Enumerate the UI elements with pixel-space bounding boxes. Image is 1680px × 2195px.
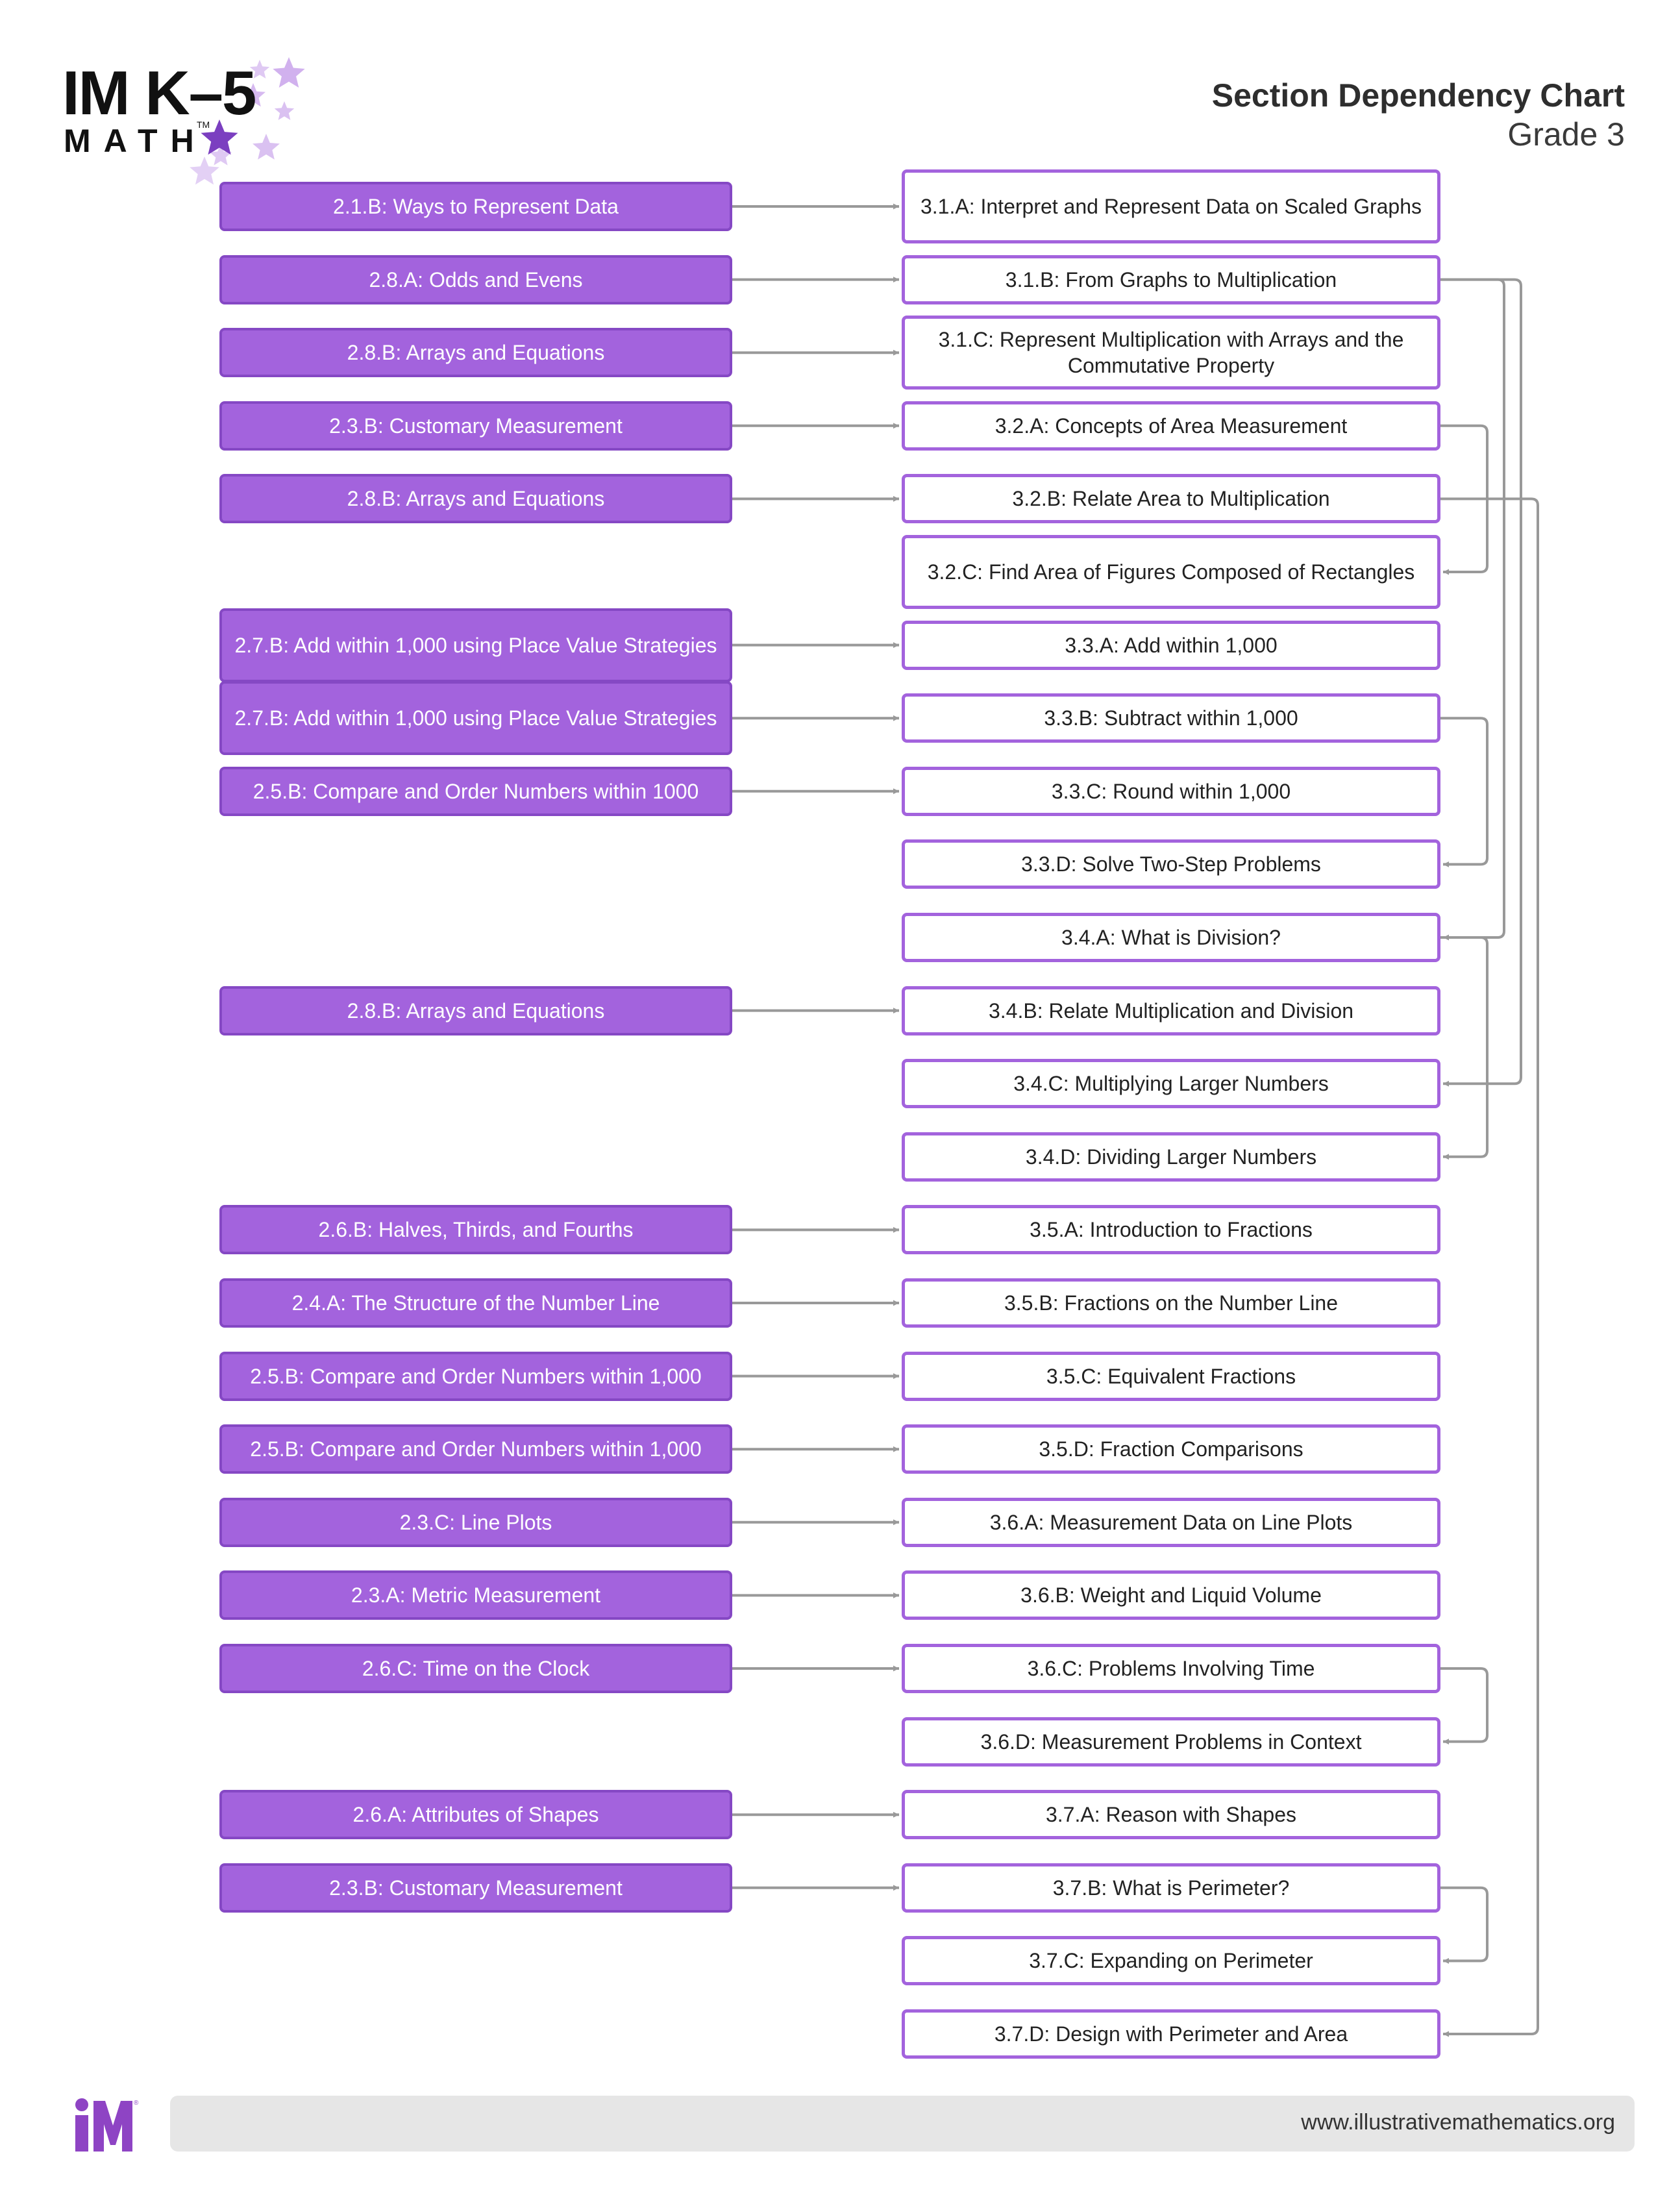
logo-trademark: TM bbox=[197, 119, 210, 130]
prerequisite-section-box: 2.1.B: Ways to Represent Data bbox=[219, 182, 732, 231]
grade3-section-box: 3.7.A: Reason with Shapes bbox=[902, 1790, 1440, 1840]
grade3-section-box: 3.2.B: Relate Area to Multiplication bbox=[902, 474, 1440, 524]
grade3-section-box: 3.7.B: What is Perimeter? bbox=[902, 1863, 1440, 1913]
grade3-section-box: 3.4.D: Dividing Larger Numbers bbox=[902, 1132, 1440, 1182]
prerequisite-section-box: 2.7.B: Add within 1,000 using Place Valu… bbox=[219, 608, 732, 682]
prerequisite-section-box: 2.3.C: Line Plots bbox=[219, 1497, 732, 1547]
grade3-section-box: 3.1.B: From Graphs to Multiplication bbox=[902, 254, 1440, 304]
page-title: Section Dependency Chart bbox=[1211, 77, 1625, 114]
prerequisite-section-box: 2.5.B: Compare and Order Numbers within … bbox=[219, 766, 732, 816]
star-icon bbox=[209, 144, 232, 166]
prerequisite-section-box: 2.3.A: Metric Measurement bbox=[219, 1570, 732, 1620]
star-icon bbox=[241, 83, 266, 107]
grade3-section-box: 3.5.D: Fraction Comparisons bbox=[902, 1424, 1440, 1474]
star-icon bbox=[253, 134, 280, 160]
dependency-connector bbox=[1440, 1886, 1489, 1964]
im-k5-math-logo: IM K–5 MATH TM bbox=[58, 52, 318, 201]
grade3-section-box: 3.3.B: Subtract within 1,000 bbox=[902, 693, 1440, 743]
footer-url[interactable]: www.illustrativemathematics.org bbox=[1301, 2110, 1615, 2135]
prerequisite-section-box: 2.8.B: Arrays and Equations bbox=[219, 328, 732, 378]
dependency-connector bbox=[1440, 936, 1489, 1160]
logo-subtext: MATH bbox=[64, 123, 207, 159]
grade3-section-box: 3.5.C: Equivalent Fractions bbox=[902, 1351, 1440, 1401]
grade3-section-box: 3.2.C: Find Area of Figures Composed of … bbox=[902, 535, 1440, 609]
grade3-section-box: 3.6.D: Measurement Problems in Context bbox=[902, 1717, 1440, 1767]
dependency-connector bbox=[1440, 1667, 1489, 1745]
grade3-section-box: 3.1.A: Interpret and Represent Data on S… bbox=[902, 169, 1440, 243]
grade3-section-box: 3.3.C: Round within 1,000 bbox=[902, 766, 1440, 816]
dependency-connector bbox=[1440, 278, 1522, 1087]
star-icon bbox=[190, 156, 219, 185]
grade3-section-box: 3.6.B: Weight and Liquid Volume bbox=[902, 1570, 1440, 1620]
prerequisite-section-box: 2.6.A: Attributes of Shapes bbox=[219, 1790, 732, 1840]
grade3-section-box: 3.4.A: What is Division? bbox=[902, 913, 1440, 962]
grade3-section-box: 3.2.A: Concepts of Area Measurement bbox=[902, 401, 1440, 451]
grade3-section-box: 3.4.C: Multiplying Larger Numbers bbox=[902, 1059, 1440, 1109]
prerequisite-section-box: 2.5.B: Compare and Order Numbers within … bbox=[219, 1424, 732, 1474]
im-logo-icon: ® bbox=[75, 2098, 139, 2152]
prerequisite-section-box: 2.8.B: Arrays and Equations bbox=[219, 986, 732, 1035]
page-subtitle: Grade 3 bbox=[1507, 116, 1625, 153]
grade3-section-box: 3.5.B: Fractions on the Number Line bbox=[902, 1278, 1440, 1328]
prerequisite-section-box: 2.3.B: Customary Measurement bbox=[219, 401, 732, 451]
dependency-connector bbox=[1440, 717, 1489, 867]
dependency-connector bbox=[1440, 497, 1539, 2037]
logo-wordmark: IM K–5 bbox=[62, 58, 256, 128]
prerequisite-section-box: 2.6.C: Time on the Clock bbox=[219, 1644, 732, 1693]
grade3-section-box: 3.6.A: Measurement Data on Line Plots bbox=[902, 1497, 1440, 1547]
dependency-connector bbox=[1440, 278, 1505, 941]
grade3-section-box: 3.7.C: Expanding on Perimeter bbox=[902, 1936, 1440, 1986]
prerequisite-section-box: 2.8.B: Arrays and Equations bbox=[219, 474, 732, 524]
grade3-section-box: 3.1.C: Represent Multiplication with Arr… bbox=[902, 316, 1440, 390]
footer-bar: www.illustrativemathematics.org bbox=[170, 2096, 1635, 2152]
star-icon bbox=[274, 101, 295, 120]
prerequisite-section-box: 2.7.B: Add within 1,000 using Place Valu… bbox=[219, 681, 732, 756]
grade3-section-box: 3.6.C: Problems Involving Time bbox=[902, 1644, 1440, 1693]
prerequisite-section-box: 2.3.B: Customary Measurement bbox=[219, 1863, 732, 1913]
prerequisite-section-box: 2.4.A: The Structure of the Number Line bbox=[219, 1278, 732, 1328]
stars-icon bbox=[190, 57, 305, 185]
prerequisite-section-box: 2.5.B: Compare and Order Numbers within … bbox=[219, 1351, 732, 1401]
grade3-section-box: 3.7.D: Design with Perimeter and Area bbox=[902, 2009, 1440, 2059]
grade3-section-box: 3.5.A: Introduction to Fractions bbox=[902, 1205, 1440, 1255]
prerequisite-section-box: 2.8.A: Odds and Evens bbox=[219, 254, 732, 304]
star-icon bbox=[249, 60, 270, 79]
star-icon bbox=[273, 57, 305, 88]
grade3-section-box: 3.3.D: Solve Two-Step Problems bbox=[902, 839, 1440, 889]
star-icon bbox=[201, 119, 238, 155]
grade3-section-box: 3.4.B: Relate Multiplication and Divisio… bbox=[902, 986, 1440, 1035]
prerequisite-section-box: 2.6.B: Halves, Thirds, and Fourths bbox=[219, 1205, 732, 1255]
svg-text:®: ® bbox=[134, 2100, 139, 2107]
grade3-section-box: 3.3.A: Add within 1,000 bbox=[902, 620, 1440, 670]
